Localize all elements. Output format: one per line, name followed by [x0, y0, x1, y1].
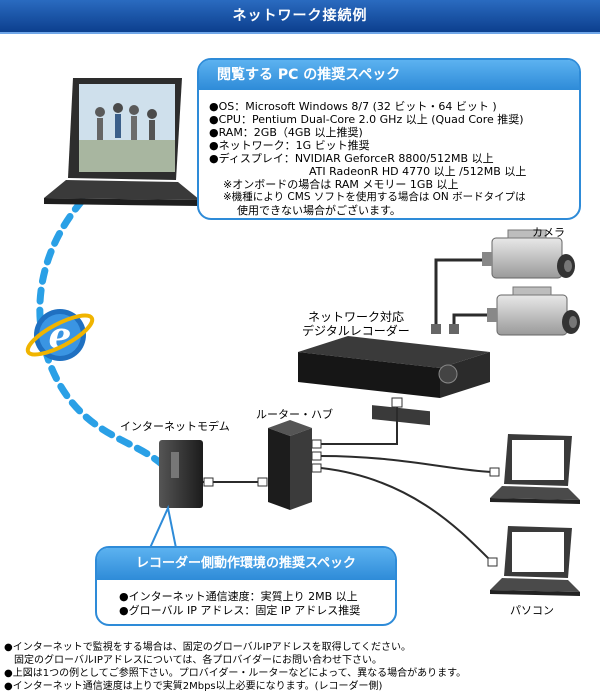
pc-spec-ram: ●RAM：2GB（4GB 以上推奨) [209, 126, 363, 139]
pc-spec-network: ●ネットワーク：1G ビット推奨 [209, 139, 370, 152]
router-hub-icon [268, 420, 312, 510]
pc-laptop-1-icon [490, 434, 580, 504]
footer-note-4: ●インターネット通信速度は上りで実質2Mbps以上必要になります。(レコーダー側… [4, 681, 383, 692]
router-pc-2-cable [320, 467, 491, 561]
modem-icon [159, 440, 203, 508]
router-wan-port-icon [257, 477, 268, 487]
camera-1-connector-icon [431, 324, 441, 334]
camera-1-cable [434, 258, 482, 332]
footer-note-2: 固定のグローバルIPアドレスについては、各プロバイダーにお問い合わせ下さい。 [14, 655, 382, 666]
recorder-lan-port-icon [391, 397, 403, 408]
camera-2-connector-icon [449, 324, 459, 334]
recorder-spec-speed: ●インターネット通信速度：実質上り 2MB 以上 [119, 590, 358, 603]
recorder-spec-ip: ●グローバル IP アドレス：固定 IP アドレス推奨 [119, 604, 361, 617]
pc-spec-display-ati: ATI RadeonR HD 4770 以上 /512MB 以上 [309, 165, 527, 178]
pc-2-port-icon [487, 557, 498, 567]
recorder-spec-title: レコーダー側動作環境の推奨スペック [97, 548, 395, 580]
recorder-spec-box: レコーダー側動作環境の推奨スペック ●インターネット通信速度：実質上り 2MB … [95, 546, 397, 626]
pc-spec-title: 閲覧する PC の推奨スペック [199, 60, 579, 90]
router-port-2-icon [311, 451, 322, 461]
page-title: ネットワーク接続例 [232, 8, 368, 24]
recorder-spec-pointer [148, 504, 178, 549]
internet-explorer-icon: e [25, 309, 95, 361]
pc-label: パソコン [510, 604, 554, 617]
pc-spec-box: 閲覧する PC の推奨スペック ●OS：Microsoft Windows 8/… [197, 58, 581, 220]
camera-1-icon [482, 229, 575, 279]
pc-spec-note-onboard: ※オンボードの場合は RAM メモリー 1GB 以上 [223, 178, 459, 191]
recorder-label-line1: ネットワーク対応 [308, 310, 405, 324]
pc-spec-display: ●ディスプレイ：NVIDIAR GeforceR 8800/512MB 以上 [209, 152, 494, 165]
modem-label: インターネットモデム [120, 420, 230, 433]
pc-spec-os: ●OS：Microsoft Windows 8/7 (32 ビット・64 ビット… [209, 100, 497, 113]
pc-laptop-2-icon [490, 526, 580, 596]
router-port-3-icon [311, 463, 322, 473]
pc-1-port-icon [489, 467, 500, 477]
modem-port-icon [203, 477, 214, 487]
header-bar [0, 0, 600, 34]
camera-label: カメラ [532, 226, 565, 239]
recorder-router-cable [318, 398, 398, 445]
pc-spec-note-cms-2: 使用できない場合がございます。 [237, 204, 401, 217]
laptop-top-icon [44, 78, 200, 206]
router-pc-1-cable [320, 455, 493, 473]
pc-spec-cpu: ●CPU：Pentium Dual-Core 2.0 GHz 以上 (Quad … [209, 113, 524, 126]
footer-note-1: ●インターネットで監視をする場合は、固定のグローバルIPアドレスを取得してくださ… [4, 642, 412, 653]
dvr-recorder-icon [298, 336, 490, 426]
recorder-label-line2: デジタルレコーダー [302, 324, 410, 338]
camera-2-icon [487, 286, 580, 336]
footer-note-3: ●上図は1つの例としてご参照下さい。プロバイダー・ルーターなどによって、異なる場… [4, 668, 467, 679]
router-port-1-icon [311, 439, 322, 449]
internet-link-dashes [36, 182, 172, 474]
pc-spec-note-cms: ※機種により CMS ソフトを使用する場合は ON ボードタイプは [223, 191, 526, 203]
router-label: ルーター・ハブ [256, 408, 333, 421]
